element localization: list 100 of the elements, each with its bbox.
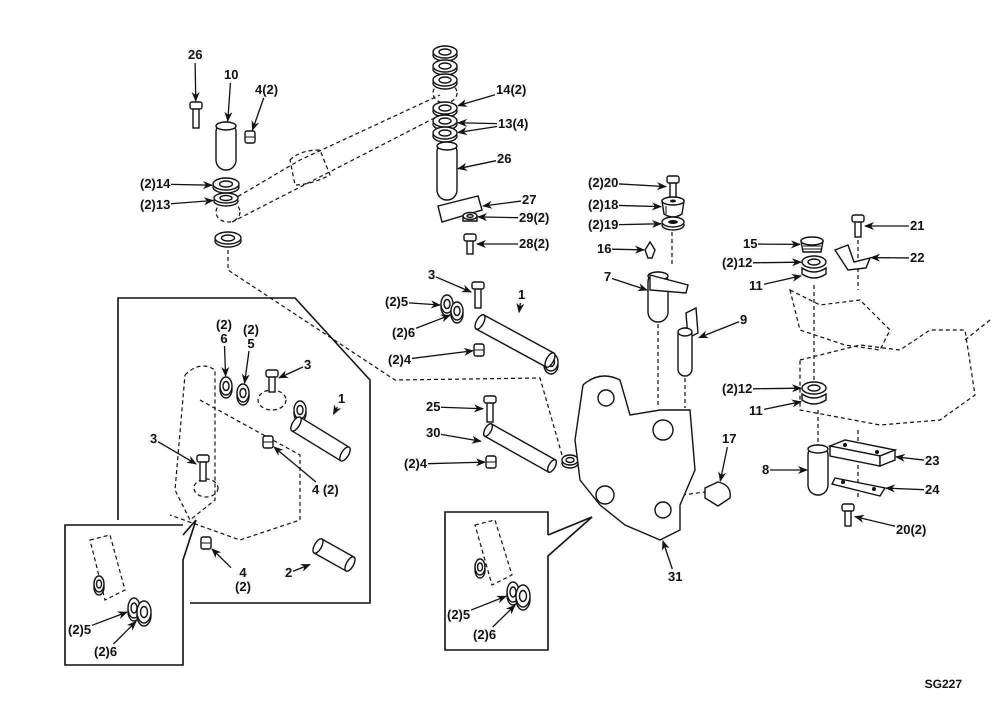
leader-line [273,446,316,482]
callout-number: 1 [338,392,346,406]
leader-line [211,548,232,568]
washer-drawing [515,584,531,611]
figure-code: SG227 [924,677,962,691]
callout-number: 13(4) [498,117,528,131]
callout-number: 26 [497,152,512,166]
leader-line [242,350,250,384]
leader-line [753,258,802,266]
bushing-drawing [661,196,685,218]
washer-drawing [801,255,827,269]
leader-line [477,213,518,222]
leader-line [698,321,740,338]
bolt-drawing [265,369,279,393]
leader-line [292,564,311,572]
callout-number: (2)20 [588,176,618,190]
leader-line [662,540,673,570]
callout-number: 8 [762,463,770,477]
leader-line [476,240,518,248]
washer-drawing [450,301,464,324]
leader-line [870,254,909,262]
leader-line [516,302,524,314]
washer-drawing [432,126,458,143]
leader-line [753,384,802,392]
leader-line [854,514,896,527]
leader-line [492,604,516,628]
pin-drawing [482,422,558,474]
washer-drawing [801,267,827,279]
bolt-drawing [189,101,203,129]
nut-drawing [485,455,497,469]
washer-drawing [236,383,250,406]
leader-line [278,366,304,378]
callout-number: 25 [426,400,440,414]
callout-number: 31 [668,570,682,584]
bolt-drawing [471,281,485,309]
callout-number: 2 [285,566,292,580]
leader-line [618,182,667,190]
callout-number: (2)18 [588,198,618,212]
leader-line [92,612,128,626]
leader-line [224,82,232,122]
callout-number: (2)12 [722,382,752,396]
washer-drawing [219,376,233,399]
callout-number: 10 [224,68,238,82]
callout-number: 11 [749,404,763,418]
washer-drawing [801,393,827,405]
fitting-drawing [704,481,731,507]
leader-line [612,278,648,292]
nut-drawing [200,536,212,550]
callout-number: 21 [910,219,924,233]
leader-line [332,404,342,416]
leader-line [457,94,496,107]
pin-drawing [807,444,829,496]
callout-number: (2)4 [388,353,412,367]
callout-number: 4 (2) [312,483,339,497]
bolt-drawing [483,395,497,423]
bolt-drawing [196,454,210,482]
nut-drawing [244,130,256,144]
callout-number: 22 [910,251,924,265]
callout-number: 16 [597,242,612,256]
leader-line [457,126,498,136]
callout-number: 26 [188,48,202,62]
leader-line [457,160,496,171]
callout-number: (2)6 [392,326,416,340]
leader-line [440,434,482,444]
callout-number: 14(2) [496,83,526,97]
leader-line [470,596,507,611]
callout-number: 28(2) [519,237,550,251]
pin-drawing [647,271,689,323]
callout-number: (2)12 [722,256,752,270]
callout-number: 11 [749,279,763,293]
leader-line [718,446,728,482]
callout-number: 20(2) [896,523,926,537]
washer-drawing [213,192,239,207]
bracket-drawing [574,375,696,541]
leader-line [252,98,264,131]
nut-drawing [473,343,485,357]
callout-number: (2)5 [68,623,92,637]
plate-drawing [437,195,483,223]
washer-drawing [136,600,152,627]
leader-line [618,220,662,228]
pin-drawing [436,141,458,201]
callout-number: 17 [722,432,736,446]
leader-line [412,348,474,360]
leader-line [113,620,137,644]
leader-line [170,197,214,206]
bolt-drawing [463,233,477,255]
leader-line [436,276,472,293]
leader-line [770,466,808,474]
bolt-drawing [841,503,855,527]
callout-number: 4(2) [255,83,278,97]
washer-drawing [661,216,685,231]
bolt-drawing [851,214,865,238]
callout-number: (2)13 [140,198,170,212]
callout-number: 24 [925,483,940,497]
callout-number: 7 [604,270,612,284]
leader-line [408,300,441,308]
washer-drawing [212,177,240,194]
cap-drawing [800,236,824,253]
callout-number: 15 [743,237,758,251]
callout-number: 30 [426,426,440,440]
